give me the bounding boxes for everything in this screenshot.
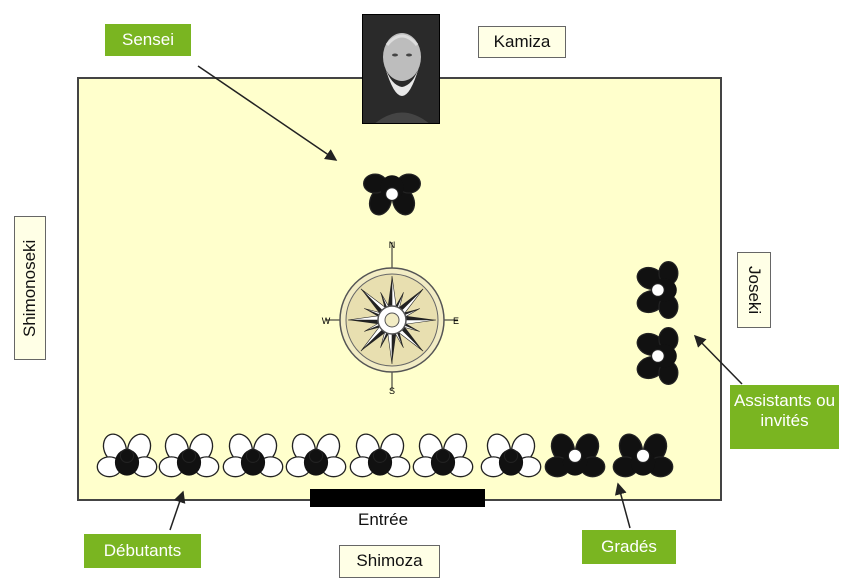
assistants-arrow: [693, 334, 743, 385]
joseki-label: Joseki: [737, 252, 771, 328]
student-figure: [222, 433, 284, 478]
student-figure: [96, 433, 158, 478]
compass-n-label: N: [389, 240, 396, 250]
sensei-figure: [363, 173, 421, 216]
compass-w-label: W: [322, 316, 331, 326]
student-figure: [612, 433, 674, 478]
sensei-arrow: [197, 65, 338, 161]
assistant-figure: [636, 327, 679, 385]
assistants-label: Assistants ou invités: [730, 385, 839, 449]
compass-e-label: E: [453, 316, 459, 326]
debutants-arrow: [169, 490, 186, 531]
student-figure: [158, 433, 220, 478]
grades-label: Gradés: [582, 530, 676, 564]
entrance-bar: [310, 489, 485, 507]
student-figure: [480, 433, 542, 478]
sensei-label: Sensei: [105, 24, 191, 56]
assistant-figure: [636, 261, 679, 319]
compass-s-label: S: [389, 386, 395, 396]
entree-label: Entrée: [358, 510, 409, 529]
student-figure: [285, 433, 347, 478]
student-figure: [412, 433, 474, 478]
debutants-label: Débutants: [84, 534, 201, 568]
shimoza-label: Shimoza: [339, 545, 440, 578]
founder-portrait: [362, 14, 440, 124]
grades-arrow: [614, 482, 631, 529]
compass-rose-icon: N S E W: [322, 240, 459, 396]
student-figure: [349, 433, 411, 478]
kamiza-label: Kamiza: [478, 26, 566, 58]
student-figure: [544, 433, 606, 478]
